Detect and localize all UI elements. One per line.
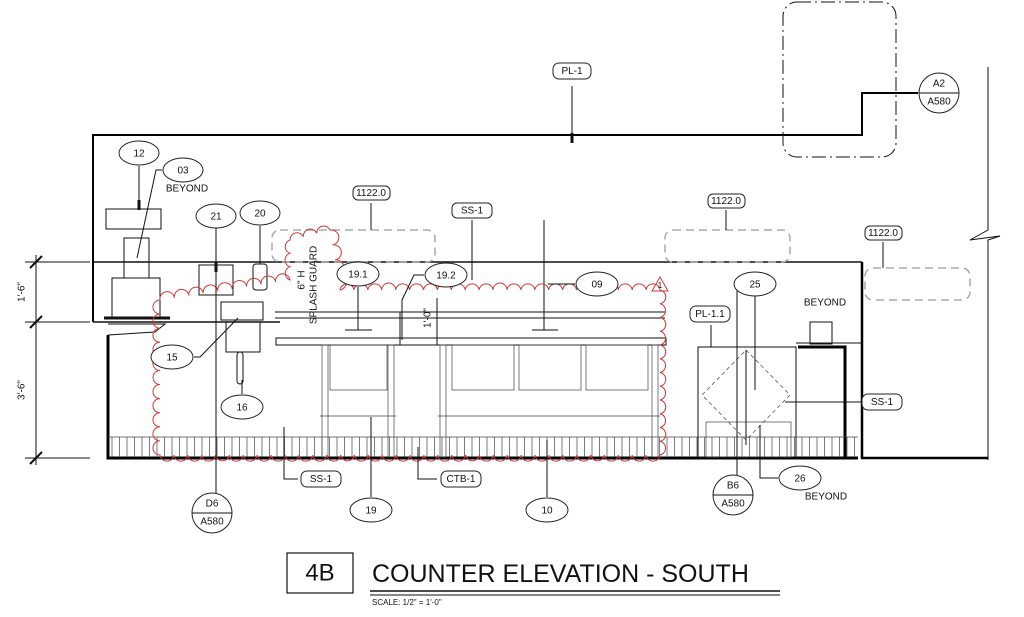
hand-sink <box>198 263 275 385</box>
keynote-16: 16 <box>220 394 264 420</box>
section-sheet: A580 <box>200 517 224 528</box>
wall-outlines <box>92 1 1001 460</box>
keynote-text: 25 <box>749 280 761 291</box>
keynote-text: 19 <box>365 506 377 517</box>
keynote-19: 19 <box>349 497 393 523</box>
material-tag-ss1-top: SS-1 <box>451 202 493 219</box>
keynote-text: 15 <box>166 353 178 364</box>
tag-text: PL-1 <box>561 66 583 77</box>
splash-guard-label: SPLASH GUARD <box>309 246 320 324</box>
keynote-text: 20 <box>254 209 266 220</box>
drawing-title-block: 4B COUNTER ELEVATION - SOUTH SCALE: 1/2"… <box>286 552 780 607</box>
revision-triangle: 1 <box>651 275 669 292</box>
material-tag-1122-c: 1122.0 <box>864 225 903 241</box>
future-item-outline <box>271 229 436 263</box>
splash-height-label: 6" H <box>297 270 308 289</box>
keynote-12: 12 <box>118 140 160 166</box>
material-tag-ss1-right: SS-1 <box>861 393 903 411</box>
section-sheet: A580 <box>927 97 951 108</box>
tag-text: SS-1 <box>310 474 333 485</box>
keynote-text: 12 <box>133 149 145 160</box>
section-sheet: A580 <box>721 499 745 510</box>
section-detail: B6 <box>727 481 740 492</box>
keynote-note: BEYOND <box>166 184 208 195</box>
keynote-note: BEYOND <box>804 298 846 309</box>
material-tag-pl1: PL-1 <box>552 62 592 80</box>
keynote-text: 09 <box>591 280 603 291</box>
tag-text: 1122.0 <box>356 188 386 199</box>
keynote-09: 09 <box>575 271 619 297</box>
tag-text: SS-1 <box>461 206 484 217</box>
tag-text: PL-1.1 <box>695 309 725 320</box>
keynote-19-1: 19.1 <box>336 261 380 287</box>
tag-text: CTB-1 <box>447 474 476 485</box>
three-compartment-sink <box>275 220 667 458</box>
keynote-note: BEYOND <box>805 492 847 503</box>
keynote-21: 21 <box>195 203 237 229</box>
section-detail: A2 <box>933 79 946 90</box>
keynote-text: 21 <box>210 212 222 223</box>
material-tag-ss1-bottom: SS-1 <box>300 470 342 488</box>
material-tag-ctb1: CTB-1 <box>440 470 482 488</box>
section-detail: D6 <box>206 499 219 510</box>
material-tag-1122-b: 1122.0 <box>707 193 746 209</box>
revision-number: 1 <box>658 281 663 290</box>
keynote-text: 26 <box>794 474 806 485</box>
keynote-text: 10 <box>541 506 553 517</box>
keynote-20: 20 <box>239 200 281 226</box>
dimension-string: 1'-6" 3'-6" <box>17 255 90 465</box>
sink-dimension: 1'-0" <box>423 308 434 328</box>
drawing-title: COUNTER ELEVATION - SOUTH <box>372 560 749 588</box>
keynote-19-2: 19.2 <box>424 262 468 288</box>
keynote-15: 15 <box>150 344 194 370</box>
dim-upper: 1'-6" <box>17 282 28 302</box>
leader-lines <box>136 86 884 497</box>
drawing-number: 4B <box>305 559 334 586</box>
material-tag-pl1-1: PL-1.1 <box>689 305 731 323</box>
future-item-outline <box>664 229 791 263</box>
future-item-outline <box>864 267 971 301</box>
keynote-10: 10 <box>525 497 569 523</box>
coffee-brewer <box>104 208 170 336</box>
keynote-text: 19.1 <box>348 270 368 281</box>
material-tag-1122-a: 1122.0 <box>352 185 391 201</box>
dim-lower: 3'-6" <box>17 380 28 400</box>
keynote-text: 19.2 <box>436 271 456 282</box>
keynote-text: 16 <box>236 403 248 414</box>
tag-text: SS-1 <box>871 397 894 408</box>
keynote-text: 03 <box>177 166 189 177</box>
revision-cloud <box>152 225 667 462</box>
tile-base <box>108 436 858 457</box>
tag-text: 1122.0 <box>868 228 898 239</box>
drawing-scale: SCALE: 1/2" = 1'-0" <box>372 598 442 607</box>
tag-text: 1122.0 <box>711 196 741 207</box>
